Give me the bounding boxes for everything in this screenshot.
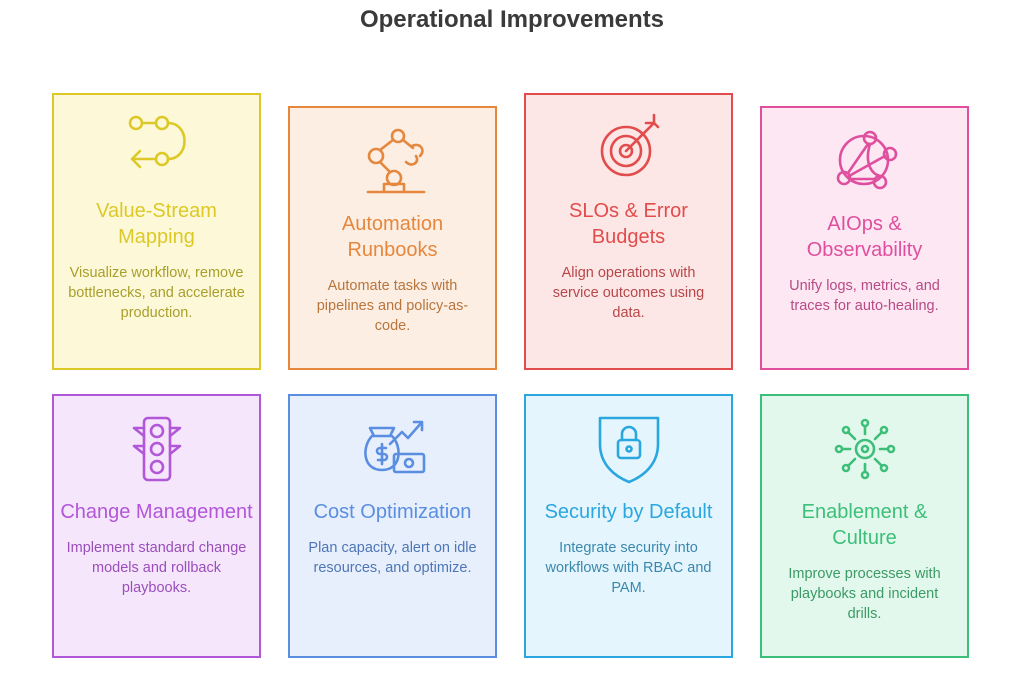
card-title: Value-Stream Mapping <box>96 200 217 248</box>
card-title: Security by Default <box>544 501 713 523</box>
shield-lock-icon <box>594 414 664 484</box>
card-automation-runbooks: Automation Runbooks Automate tasks with … <box>288 106 497 370</box>
card-value-stream-mapping: Value-Stream Mapping Visualize workflow,… <box>52 93 261 370</box>
network-nodes-icon <box>830 126 900 196</box>
card-title: SLOs & Error Budgets <box>569 200 688 248</box>
card-description: Improve processes with playbooks and inc… <box>788 566 941 622</box>
card-description: Align operations with service outcomes u… <box>552 265 705 321</box>
page-title: Operational Improvements <box>359 6 665 33</box>
card-description: Plan capacity, alert on idle resources, … <box>308 540 477 576</box>
card-title: Cost Optimization <box>313 501 472 523</box>
card-slos-error-budgets: SLOs & Error Budgets Align operations wi… <box>524 93 733 370</box>
money-growth-icon <box>358 414 428 484</box>
robot-arm-icon <box>358 126 428 196</box>
target-icon <box>594 113 664 183</box>
card-change-management: Change Management Implement standard cha… <box>52 394 261 658</box>
card-title: Automation Runbooks <box>341 213 444 261</box>
card-title: AIOps & Observability <box>806 213 923 261</box>
gear-network-icon <box>830 414 900 484</box>
card-title: Change Management <box>60 501 253 523</box>
card-description: Integrate security into workflows with R… <box>545 540 712 596</box>
card-description: Visualize workflow, remove bottlenecks, … <box>68 265 245 321</box>
card-aiops-observability: AIOps & Observability Unify logs, metric… <box>760 106 969 370</box>
card-cost-optimization: Cost Optimization Plan capacity, alert o… <box>288 394 497 658</box>
card-description: Automate tasks with pipelines and policy… <box>316 278 469 334</box>
workflow-path-icon <box>122 113 192 183</box>
traffic-light-icon <box>122 414 192 484</box>
card-description: Unify logs, metrics, and traces for auto… <box>789 278 940 314</box>
card-security-by-default: Security by Default Integrate security i… <box>524 394 733 658</box>
card-enablement-culture: Enablement & Culture Improve processes w… <box>760 394 969 658</box>
card-title: Enablement & Culture <box>801 501 928 549</box>
card-description: Implement standard change models and rol… <box>66 540 247 596</box>
